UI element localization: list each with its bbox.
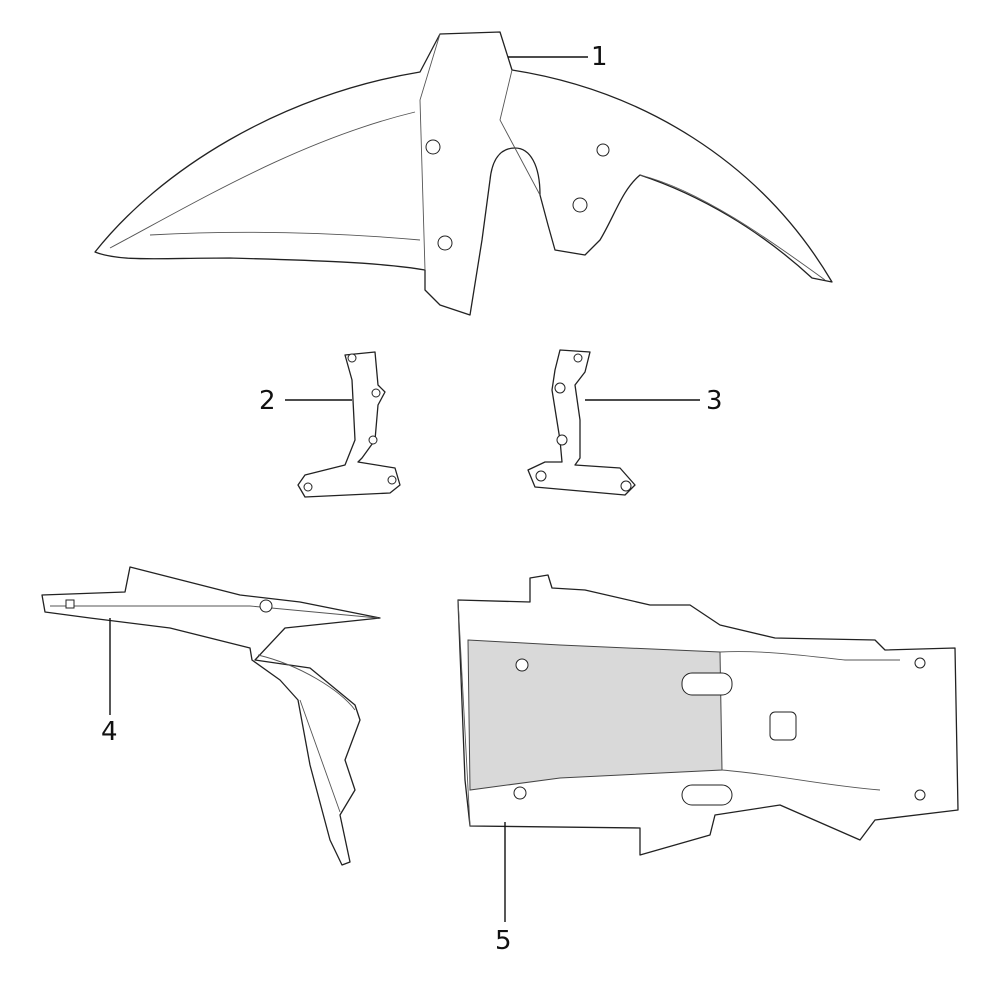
- front-fender: [94, 31, 833, 316]
- rear-hugger: [41, 566, 381, 866]
- callout-number-1: 1: [591, 42, 608, 72]
- callout-number-3: 3: [706, 386, 723, 416]
- callout-number-5: 5: [495, 926, 512, 956]
- callout-number-4: 4: [101, 717, 118, 747]
- left-fender-bracket: [297, 351, 401, 498]
- belly-pan: [457, 574, 959, 856]
- right-fender-bracket: [527, 349, 636, 496]
- callout-number-2: 2: [259, 386, 276, 416]
